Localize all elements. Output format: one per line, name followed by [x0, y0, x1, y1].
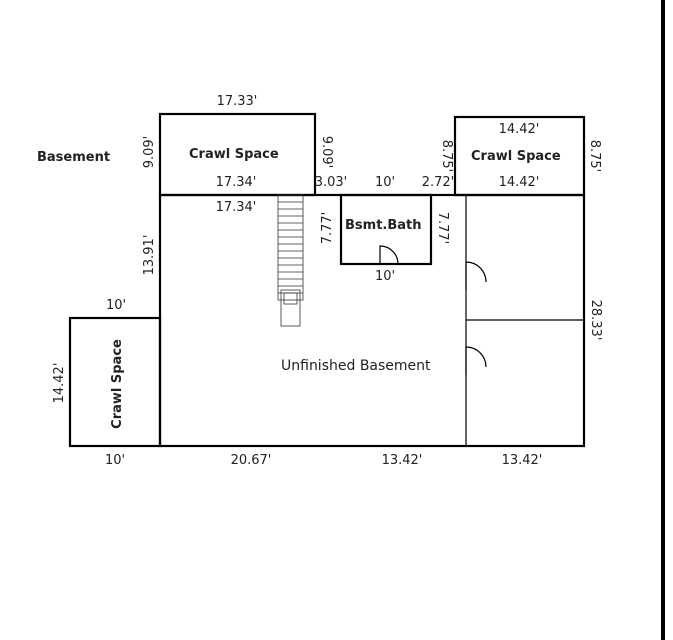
bathroom-label: Bsmt.Bath [345, 218, 422, 233]
dimension-label: 10' [375, 175, 395, 190]
dimension-label: 9.09' [319, 136, 334, 169]
dimension-label: 10' [106, 298, 126, 313]
dimension-label: 7.77' [320, 212, 335, 245]
bathroom-door-swing [379, 245, 399, 265]
dimension-label: 7.77' [435, 212, 450, 245]
dimension-label: 13.91' [142, 235, 157, 276]
bathroom-outline [339, 193, 433, 266]
door-swing-upper [465, 261, 487, 290]
crawl-space-left-label: Crawl Space [110, 339, 125, 429]
dimension-label: 14.42' [52, 363, 67, 404]
dimension-label: 10' [105, 453, 125, 468]
dimension-label: 8.75' [439, 140, 454, 173]
dimension-label: 17.33' [217, 94, 258, 109]
dimension-label: 10' [375, 269, 395, 284]
crawl-space-top-right-label: Crawl Space [471, 149, 561, 164]
dimension-label: 13.42' [382, 453, 423, 468]
dimension-label: 13.42' [502, 453, 543, 468]
dimension-label: 14.42' [499, 175, 540, 190]
dimension-label: 17.34' [216, 175, 257, 190]
staircase [277, 194, 304, 327]
dimension-label: 8.75' [587, 140, 602, 173]
floor-title: Basement [37, 150, 110, 165]
dimension-label: 20.67' [231, 453, 272, 468]
crawl-space-top-left-label: Crawl Space [189, 147, 279, 162]
dimension-label: 9.09' [142, 136, 157, 169]
dimension-label: 3.03' [315, 175, 348, 190]
dimension-label: 2.72' [422, 175, 455, 190]
unfinished-basement-label: Unfinished Basement [281, 358, 431, 374]
dimension-label: 28.33' [588, 300, 603, 341]
dimension-label: 14.42' [499, 122, 540, 137]
door-swing-lower [465, 346, 487, 375]
dimension-label: 17.34' [216, 200, 257, 215]
